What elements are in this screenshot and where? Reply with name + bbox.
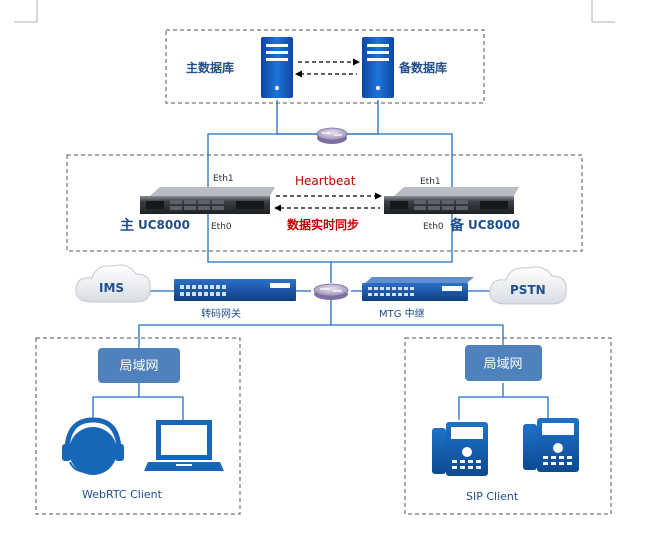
database-group-box xyxy=(165,29,485,104)
primary-eth1-label: Eth1 xyxy=(213,174,234,184)
backup-db-server-icon xyxy=(362,37,394,98)
connection-lines xyxy=(92,100,549,420)
backup-eth1-label: Eth1 xyxy=(420,177,441,187)
headset-user-icon xyxy=(62,417,124,475)
heartbeat-arrowheads xyxy=(274,192,382,212)
primary-uc8000-prefix: 主 xyxy=(120,217,134,234)
left-lan-box xyxy=(98,348,180,383)
backup-uc8000-prefix: 备 xyxy=(449,217,465,234)
laptop-icon xyxy=(144,420,224,471)
backup-uc8000-server-icon xyxy=(384,187,519,214)
sip-phone-left-icon xyxy=(432,422,488,476)
core-switch-top-icon xyxy=(316,127,348,144)
transcoder-gateway-icon xyxy=(174,279,296,301)
sip-group-box xyxy=(404,337,612,515)
heartbeat-sync-arrows xyxy=(276,195,380,209)
access-switch-icon xyxy=(313,283,349,300)
pstn-cloud-icon xyxy=(489,266,567,305)
transcoder-gateway-label: 转码网关 xyxy=(201,307,241,320)
page-corner-marks xyxy=(14,0,615,23)
right-lan-box xyxy=(465,345,542,381)
primary-eth0-label: Eth0 xyxy=(211,222,232,232)
sip-client-label: SIP Client xyxy=(466,490,519,503)
backup-db-label: 备数据库 xyxy=(398,60,447,75)
dashed-group-boxes xyxy=(35,29,612,515)
db-arrowheads xyxy=(295,58,360,78)
ims-cloud-icon xyxy=(75,264,151,303)
primary-uc8000-name: UC8000 xyxy=(138,218,190,232)
backup-uc8000-name: UC8000 xyxy=(468,218,520,232)
sip-phone-right-icon xyxy=(523,418,579,472)
webrtc-client-label: WebRTC Client xyxy=(82,488,163,501)
primary-db-label: 主数据库 xyxy=(186,60,234,75)
ims-cloud-label: IMS xyxy=(99,281,124,295)
primary-db-server-icon xyxy=(261,37,293,98)
right-lan-label: 局域网 xyxy=(483,357,522,372)
primary-uc8000-server-icon xyxy=(140,187,275,214)
heartbeat-label: Heartbeat xyxy=(295,174,356,188)
webrtc-group-box xyxy=(35,337,241,515)
pstn-cloud-label: PSTN xyxy=(510,283,546,297)
backup-eth0-label: Eth0 xyxy=(423,222,444,232)
mtg-trunk-label: MTG 中继 xyxy=(379,307,425,320)
sync-label: 数据实时同步 xyxy=(287,217,359,232)
left-lan-label: 局域网 xyxy=(119,359,158,374)
db-replication-arrows xyxy=(298,61,357,75)
cluster-group-box xyxy=(66,154,583,252)
mtg-trunk-gateway-icon xyxy=(362,277,474,301)
